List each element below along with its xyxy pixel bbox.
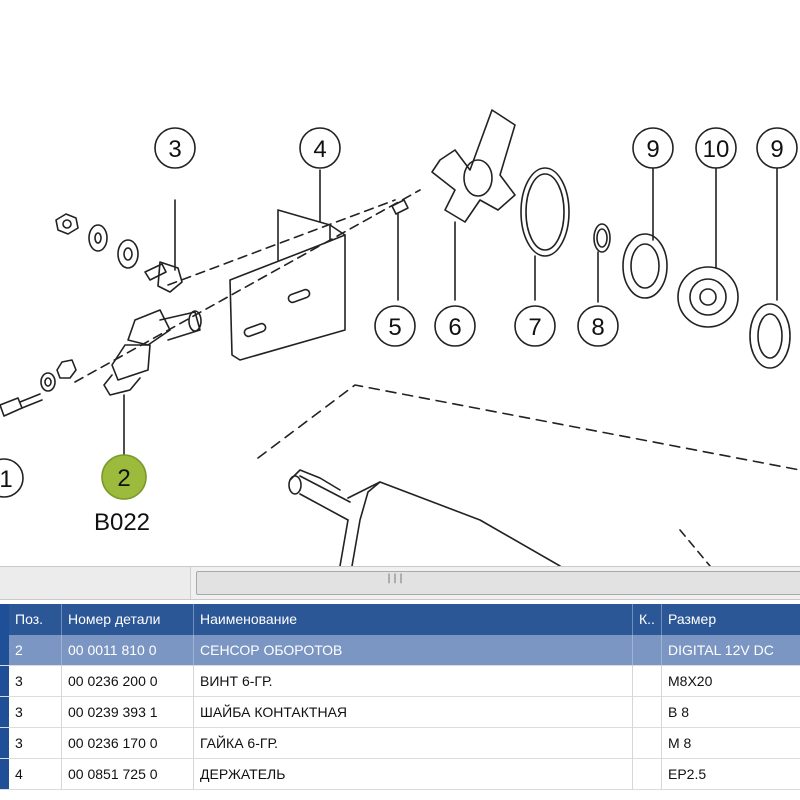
- row-indicator: [0, 666, 9, 697]
- parts-diagram: 1 2 B022 3 4 5 6 7 8 9 10 9: [0, 109, 800, 566]
- cell-pos: 4: [9, 759, 62, 790]
- cell-part-number: 00 0011 810 0: [62, 635, 194, 666]
- callout-3[interactable]: [154, 127, 196, 169]
- cell-size: DIGITAL 12V DC: [662, 635, 800, 666]
- callout-1-label: 1: [0, 466, 13, 493]
- callout-9a-label: 9: [646, 136, 659, 163]
- callout-9a[interactable]: [632, 127, 674, 169]
- table-row-selected[interactable]: 2 00 0011 810 0 СЕНСОР ОБОРОТОВ DIGITAL …: [0, 635, 800, 666]
- callout-2[interactable]: [101, 454, 147, 500]
- callout-5[interactable]: [374, 305, 416, 347]
- callout-7[interactable]: [514, 305, 556, 347]
- column-header-size[interactable]: Размер: [668, 611, 717, 627]
- callout-9b-label: 9: [770, 136, 783, 163]
- callout-10[interactable]: [695, 127, 737, 169]
- column-header-qty[interactable]: К..: [633, 604, 662, 635]
- table-row[interactable]: 3 00 0236 200 0 ВИНТ 6-ГР. M8X20: [0, 666, 800, 697]
- column-header-pos[interactable]: Поз.: [9, 604, 62, 635]
- table-row[interactable]: 3 00 0236 170 0 ГАЙКА 6-ГР. M 8: [0, 728, 800, 759]
- cell-qty: [633, 666, 662, 697]
- cell-size: EP2.5: [662, 759, 800, 790]
- row-indicator: [0, 635, 9, 666]
- callout-2-label: 2: [117, 465, 130, 492]
- callout-5-label: 5: [388, 314, 401, 341]
- cell-pos: 3: [9, 728, 62, 759]
- row-indicator: [0, 759, 9, 790]
- cell-qty: [633, 635, 662, 666]
- callout-8-label: 8: [591, 314, 604, 341]
- callout-1[interactable]: [0, 458, 24, 498]
- cell-size: M8X20: [662, 666, 800, 697]
- parts-table: Поз. Номер детали Наименование К.. Разме…: [0, 604, 800, 800]
- callout-10-label: 10: [703, 136, 730, 163]
- scrollbar-grip-icon: |||: [386, 573, 405, 584]
- cell-part-number: 00 0236 200 0: [62, 666, 194, 697]
- horizontal-scrollbar[interactable]: |||: [0, 566, 800, 600]
- row-indicator-header: [0, 604, 9, 635]
- cell-qty: [633, 697, 662, 728]
- cell-name: СЕНСОР ОБОРОТОВ: [194, 635, 633, 666]
- table-row[interactable]: 3 00 0239 393 1 ШАЙБА КОНТАКТНАЯ B 8: [0, 697, 800, 728]
- cell-size: M 8: [662, 728, 800, 759]
- scrollbar-thumb[interactable]: [196, 571, 800, 595]
- callout-4-label: 4: [313, 136, 326, 163]
- cell-qty: [633, 728, 662, 759]
- callout-6[interactable]: [434, 305, 476, 347]
- callout-2-ref: B022: [94, 509, 150, 536]
- table-row[interactable]: 4 00 0851 725 0 ДЕРЖАТЕЛЬ EP2.5: [0, 759, 800, 790]
- cell-name: ДЕРЖАТЕЛЬ: [194, 759, 633, 790]
- row-indicator: [0, 728, 9, 759]
- cell-name: ВИНТ 6-ГР.: [194, 666, 633, 697]
- cell-pos: 3: [9, 697, 62, 728]
- cell-qty: [633, 759, 662, 790]
- cell-pos: 3: [9, 666, 62, 697]
- callout-4[interactable]: [299, 127, 341, 169]
- column-header-part-number[interactable]: Номер детали: [62, 604, 194, 635]
- scrollbar-track[interactable]: [0, 567, 191, 599]
- callout-8[interactable]: [577, 305, 619, 347]
- callout-6-label: 6: [448, 314, 461, 341]
- callout-7-label: 7: [528, 314, 541, 341]
- table-header: Поз. Номер детали Наименование К.. Разме…: [0, 604, 800, 635]
- cell-part-number: 00 0851 725 0: [62, 759, 194, 790]
- callout-3-label: 3: [168, 136, 181, 163]
- column-header-name[interactable]: Наименование: [194, 604, 633, 635]
- cell-size: B 8: [662, 697, 800, 728]
- cell-pos: 2: [9, 635, 62, 666]
- cell-part-number: 00 0239 393 1: [62, 697, 194, 728]
- callout-9b[interactable]: [756, 127, 798, 169]
- cell-name: ШАЙБА КОНТАКТНАЯ: [194, 697, 633, 728]
- cell-part-number: 00 0236 170 0: [62, 728, 194, 759]
- cell-name: ГАЙКА 6-ГР.: [194, 728, 633, 759]
- row-indicator: [0, 697, 9, 728]
